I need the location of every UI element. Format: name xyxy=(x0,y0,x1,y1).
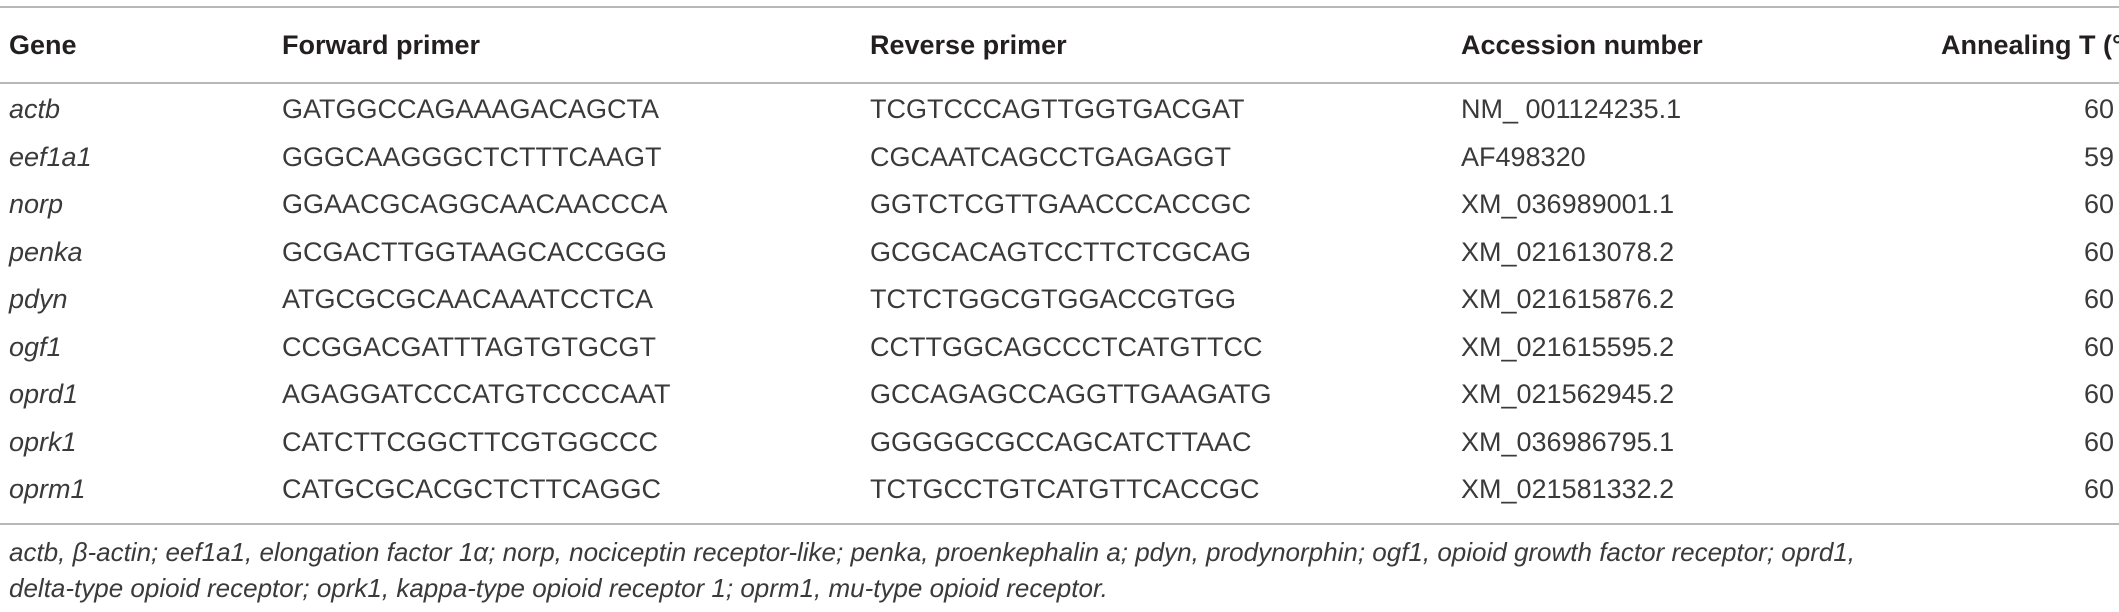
table-top-rule xyxy=(0,6,2119,8)
table-header-rule xyxy=(0,82,2119,84)
table-row: penka GCGACTTGGTAAGCACCGGG GCGCACAGTCCTT… xyxy=(0,229,2119,277)
cell-accession: XM_021615876.2 xyxy=(1461,284,1675,315)
header-gene: Gene xyxy=(9,29,77,60)
cell-annealing-temp: 60 xyxy=(2083,284,2115,315)
cell-annealing-temp: 60 xyxy=(2083,94,2115,125)
cell-forward-primer: AGAGGATCCCATGTCCCCAAT xyxy=(282,379,671,410)
cell-forward-primer: GGGCAAGGGCTCTTTCAAGT xyxy=(282,141,662,172)
cell-accession: XM_036989001.1 xyxy=(1461,189,1675,220)
cell-gene: ogf1 xyxy=(9,331,62,362)
cell-reverse-primer: CGCAATCAGCCTGAGAGGT xyxy=(870,141,1232,172)
header-forward-primer: Forward primer xyxy=(282,29,481,60)
primer-table: Gene Forward primer Reverse primer Acces… xyxy=(0,8,2119,514)
header-annealing-temp: Annealing T (°C) xyxy=(1941,29,2119,60)
cell-forward-primer: GATGGCCAGAAAGACAGCTA xyxy=(282,94,660,125)
cell-reverse-primer: CCTTGGCAGCCCTCATGTTCC xyxy=(870,331,1263,362)
cell-reverse-primer: GCCAGAGCCAGGTTGAAGATG xyxy=(870,379,1272,410)
cell-annealing-temp: 59 xyxy=(2083,141,2115,172)
table-row: norp GGAACGCAGGCAACAACCCA GGTCTCGTTGAACC… xyxy=(0,181,2119,229)
footnote-line-2: delta-type opioid receptor; oprk1, kappa… xyxy=(9,573,1108,603)
header-reverse-primer: Reverse primer xyxy=(870,29,1067,60)
cell-forward-primer: CATGCGCACGCTCTTCAGGC xyxy=(282,474,661,505)
cell-annealing-temp: 60 xyxy=(2083,236,2115,267)
cell-gene: oprd1 xyxy=(9,379,79,410)
cell-gene: oprk1 xyxy=(9,426,77,457)
cell-gene: penka xyxy=(9,236,83,267)
cell-annealing-temp: 60 xyxy=(2083,331,2115,362)
table-header-row: Gene Forward primer Reverse primer Acces… xyxy=(0,8,2119,82)
cell-accession: XM_021615595.2 xyxy=(1461,331,1675,362)
cell-gene: eef1a1 xyxy=(9,141,92,172)
cell-reverse-primer: GCGCACAGTCCTTCTCGCAG xyxy=(870,236,1251,267)
cell-forward-primer: CATCTTCGGCTTCGTGGCCC xyxy=(282,426,658,457)
table-bottom-rule xyxy=(0,523,2119,525)
cell-annealing-temp: 60 xyxy=(2083,474,2115,505)
table-row: actb GATGGCCAGAAAGACAGCTA TCGTCCCAGTTGGT… xyxy=(0,82,2119,134)
header-accession-number: Accession number xyxy=(1461,29,1703,60)
cell-reverse-primer: GGTCTCGTTGAACCCACCGC xyxy=(870,189,1251,220)
cell-annealing-temp: 60 xyxy=(2083,189,2115,220)
table-row: eef1a1 GGGCAAGGGCTCTTTCAAGT CGCAATCAGCCT… xyxy=(0,134,2119,182)
cell-accession: NM_ 001124235.1 xyxy=(1461,94,1682,125)
footnote-line-1: actb, β-actin; eef1a1, elongation factor… xyxy=(9,537,1855,567)
cell-annealing-temp: 60 xyxy=(2083,426,2115,457)
cell-accession: XM_021613078.2 xyxy=(1461,236,1675,267)
cell-reverse-primer: TCTGCCTGTCATGTTCACCGC xyxy=(870,474,1260,505)
cell-reverse-primer: TCGTCCCAGTTGGTGACGAT xyxy=(870,94,1245,125)
cell-forward-primer: CCGGACGATTTAGTGTGCGT xyxy=(282,331,656,362)
cell-gene: pdyn xyxy=(9,284,68,315)
cell-gene: norp xyxy=(9,189,64,220)
table-row: oprk1 CATCTTCGGCTTCGTGGCCC GGGGGCGCCAGCA… xyxy=(0,419,2119,467)
cell-accession: XM_036986795.1 xyxy=(1461,426,1675,457)
cell-reverse-primer: TCTCTGGCGTGGACCGTGG xyxy=(870,284,1236,315)
cell-annealing-temp: 60 xyxy=(2083,379,2115,410)
table-row: ogf1 CCGGACGATTTAGTGTGCGT CCTTGGCAGCCCTC… xyxy=(0,324,2119,372)
cell-gene: oprm1 xyxy=(9,474,86,505)
table-row: pdyn ATGCGCGCAACAAATCCTCA TCTCTGGCGTGGAC… xyxy=(0,276,2119,324)
cell-forward-primer: ATGCGCGCAACAAATCCTCA xyxy=(282,284,654,315)
table-row: oprm1 CATGCGCACGCTCTTCAGGC TCTGCCTGTCATG… xyxy=(0,466,2119,514)
cell-accession: XM_021562945.2 xyxy=(1461,379,1675,410)
table-row: oprd1 AGAGGATCCCATGTCCCCAAT GCCAGAGCCAGG… xyxy=(0,371,2119,419)
cell-forward-primer: GCGACTTGGTAAGCACCGGG xyxy=(282,236,668,267)
cell-accession: XM_021581332.2 xyxy=(1461,474,1675,505)
cell-gene: actb xyxy=(9,94,61,125)
cell-reverse-primer: GGGGGCGCCAGCATCTTAAC xyxy=(870,426,1252,457)
table-footnote: actb, β-actin; eef1a1, elongation factor… xyxy=(9,534,2109,606)
cell-accession: AF498320 xyxy=(1461,141,1586,172)
cell-forward-primer: GGAACGCAGGCAACAACCCA xyxy=(282,189,668,220)
